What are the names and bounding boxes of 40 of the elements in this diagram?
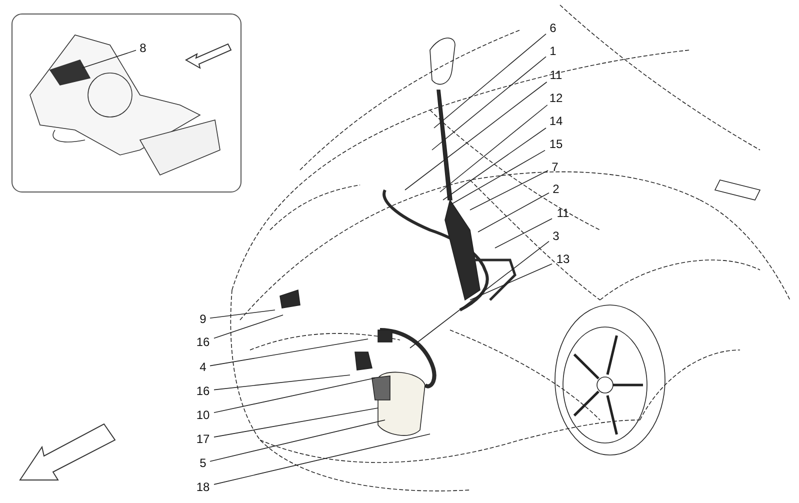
leader-line bbox=[432, 56, 546, 150]
callout-number: 8 bbox=[137, 41, 149, 55]
leader-line bbox=[470, 170, 548, 210]
leader-line bbox=[440, 104, 548, 192]
callout-number: 15 bbox=[546, 137, 566, 151]
callout-number: 10 bbox=[193, 408, 213, 422]
callout-number: 6 bbox=[547, 21, 559, 35]
callout-number: 3 bbox=[550, 229, 562, 243]
callout-number: 13 bbox=[553, 252, 573, 266]
leader-line bbox=[210, 310, 276, 319]
leader-line bbox=[478, 192, 550, 232]
leader-line bbox=[410, 240, 550, 348]
callout-number: 7 bbox=[549, 160, 561, 174]
callout-number: 18 bbox=[193, 480, 213, 494]
leader-line bbox=[214, 408, 378, 438]
leader-line bbox=[210, 420, 386, 462]
callout-number: 16 bbox=[193, 335, 213, 349]
callout-number: 4 bbox=[197, 360, 209, 374]
leader-line bbox=[214, 374, 350, 390]
leader-line bbox=[470, 263, 552, 300]
callout-number: 2 bbox=[550, 182, 562, 196]
callout-number: 12 bbox=[546, 91, 566, 105]
leader-line bbox=[214, 314, 284, 339]
callout-number: 16 bbox=[193, 384, 213, 398]
leader-line bbox=[404, 82, 548, 190]
leader-line bbox=[442, 128, 546, 200]
callout-number: 11 bbox=[553, 206, 573, 220]
leader-line bbox=[210, 338, 368, 366]
leader-line bbox=[214, 378, 376, 414]
callout-number: 14 bbox=[546, 114, 566, 128]
leader-line bbox=[434, 33, 546, 128]
callout-number: 17 bbox=[193, 432, 213, 446]
callout-number: 5 bbox=[197, 456, 209, 470]
leader-line bbox=[450, 150, 546, 206]
callout-number: 1 bbox=[547, 44, 559, 58]
leader-line bbox=[82, 50, 136, 68]
callout-number: 9 bbox=[197, 312, 209, 326]
callout-number: 11 bbox=[546, 68, 566, 82]
leader-line bbox=[214, 434, 430, 485]
leader-line bbox=[494, 218, 552, 248]
